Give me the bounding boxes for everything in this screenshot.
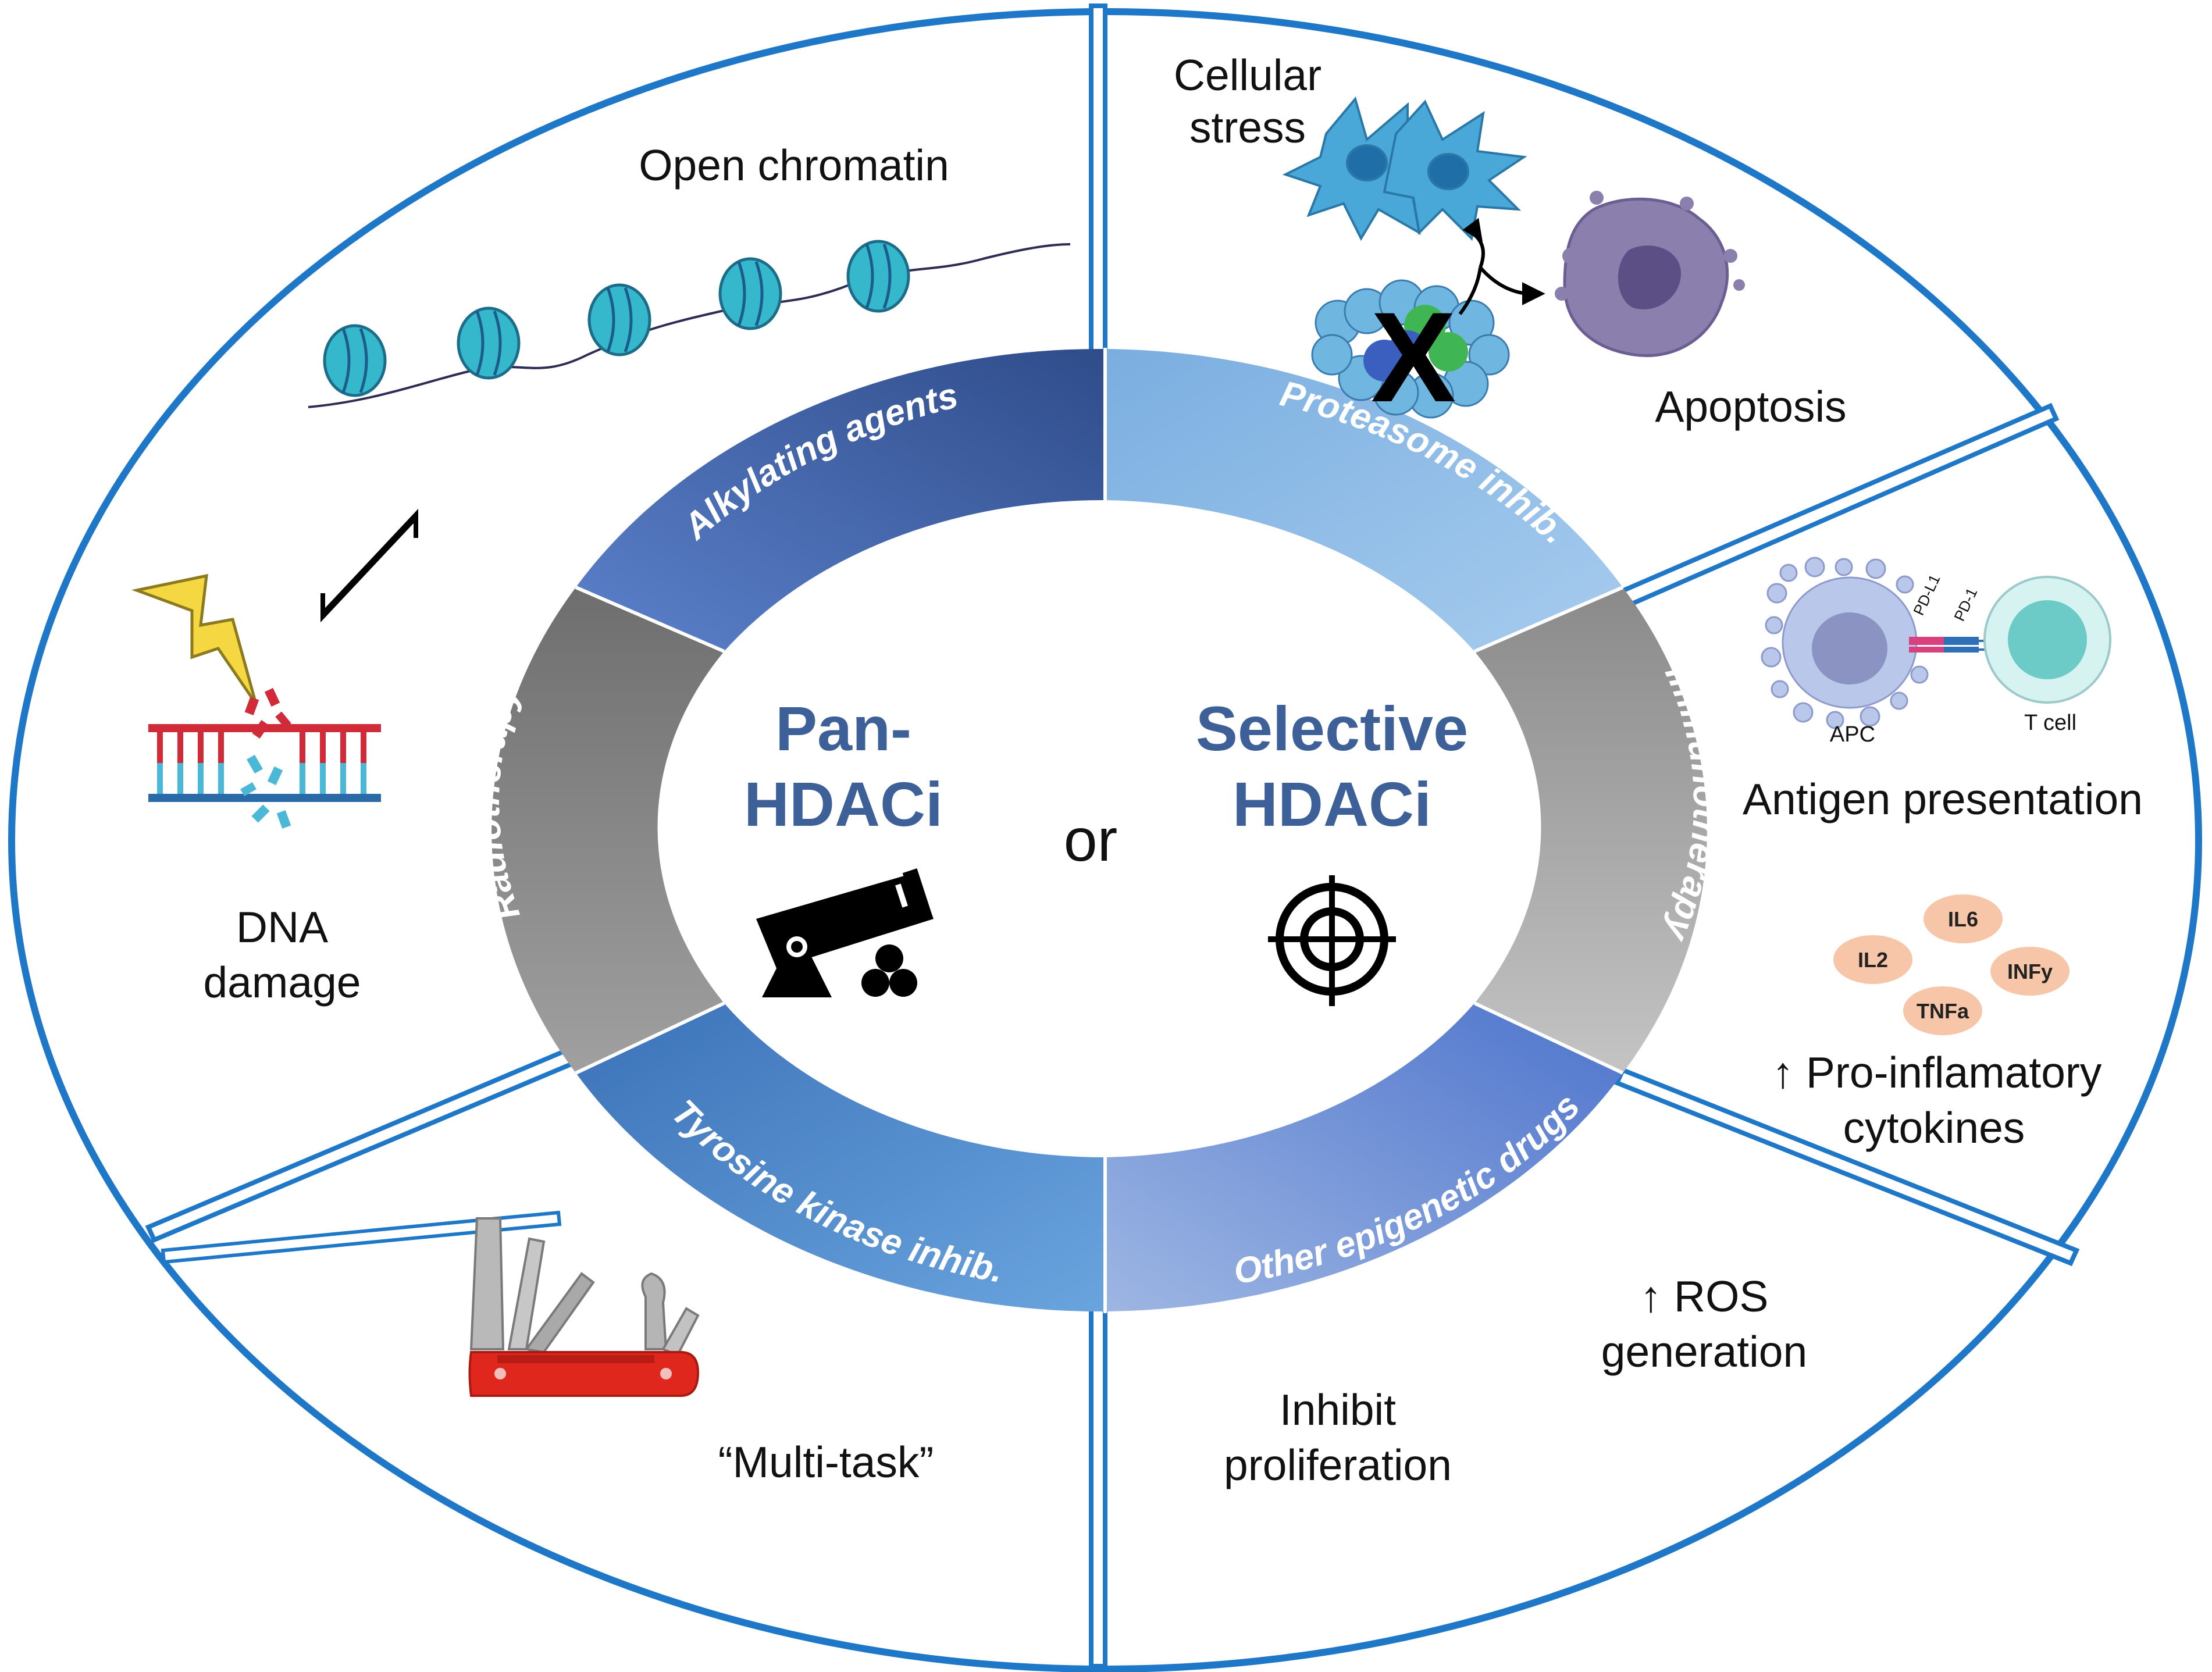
cytokine-il6: IL6 <box>1924 894 2003 943</box>
panel-immune: PD-L1 PD-1 APC T cell Antigen presentati… <box>1743 557 2143 1152</box>
svg-text:IL2: IL2 <box>1858 948 1888 972</box>
stressed-cells-icon <box>1282 96 1527 241</box>
pro-inflammatory-label-line2: cytokines <box>1843 1103 2025 1152</box>
panel-multitask: “Multi-task” <box>468 1217 934 1486</box>
or-label: or <box>1064 807 1117 874</box>
pro-inflammatory-label-line1: ↑ Pro-inflamatory <box>1772 1048 2102 1097</box>
branch-arrow-icon <box>1458 218 1545 315</box>
svg-text:INFy: INFy <box>2007 960 2053 983</box>
antigen-presentation-label: Antigen presentation <box>1743 775 2143 823</box>
ring-segment-immunotherapy <box>1474 587 1707 1073</box>
ring-segment-radiotherapy <box>491 587 724 1073</box>
selective-hdaci-title-line1: Selective <box>1196 693 1468 764</box>
dna-damage-label-line1: DNA <box>236 903 328 951</box>
ring-segment-proteasome <box>1105 349 1623 651</box>
panel-stress-apoptosis: Cellular stress X <box>1174 51 1847 431</box>
ros-label-line1: ↑ ROS <box>1640 1272 1769 1321</box>
ring-segment-alkylating <box>576 348 1105 651</box>
cytokine-infy: INFy <box>1990 947 2069 996</box>
selective-hdaci-title-line2: HDACi <box>1233 769 1431 839</box>
open-chromatin-label: Open chromatin <box>639 141 949 190</box>
dna-damage-label-line2: damage <box>203 958 361 1007</box>
chromatin-fiber-icon <box>308 240 1071 408</box>
proteasome-icon: X <box>1311 279 1510 429</box>
apoptosis-label: Apoptosis <box>1655 382 1846 431</box>
cannon-icon <box>756 868 934 997</box>
panel-chromatin-dna: Open chromatin <box>131 141 1071 1007</box>
ros-label-line2: generation <box>1601 1327 1807 1376</box>
equilibrium-arrows-icon <box>320 508 418 623</box>
pan-hdaci-title-line2: HDACi <box>744 769 943 839</box>
dna-damage-icon <box>148 687 381 829</box>
multi-task-label: “Multi-task” <box>718 1438 934 1486</box>
outer-ring <box>8 3 2202 1672</box>
block-x-icon: X <box>1371 286 1456 429</box>
svg-text:IL6: IL6 <box>1948 907 1978 931</box>
inhibit-proliferation-label-line2: proliferation <box>1224 1441 1452 1489</box>
cellular-stress-label-line1: Cellular <box>1174 51 1321 99</box>
inhibit-proliferation-label-line1: Inhibit <box>1280 1385 1396 1434</box>
panel-proliferation: ↑ ROS generation Inhibit proliferation <box>1224 1272 1807 1489</box>
ring-segment-tyrosine <box>1105 1003 1623 1311</box>
target-icon <box>1268 875 1396 1006</box>
t-cell-label: T cell <box>2024 711 2076 735</box>
apc-label: APC <box>1830 722 1875 747</box>
cytokine-tnfa: TNFa <box>1903 986 1982 1035</box>
apoptotic-cell-icon <box>1555 191 1745 357</box>
swiss-army-knife-icon <box>468 1217 700 1397</box>
pan-hdaci-title-line1: Pan- <box>775 693 911 764</box>
cellular-stress-label-line2: stress <box>1189 103 1306 152</box>
ring-segment-epigenetic <box>576 1003 1105 1312</box>
apc-cell-icon <box>1761 557 1929 729</box>
cytokine-bubbles: IL6 IL2 INFy TNFa <box>1833 894 2069 1035</box>
cytokine-il2: IL2 <box>1833 935 1912 984</box>
t-cell-icon <box>1983 576 2111 704</box>
center-content: Pan- HDACi or Selective HDACi <box>744 693 1468 1006</box>
svg-text:TNFa: TNFa <box>1917 999 1969 1023</box>
